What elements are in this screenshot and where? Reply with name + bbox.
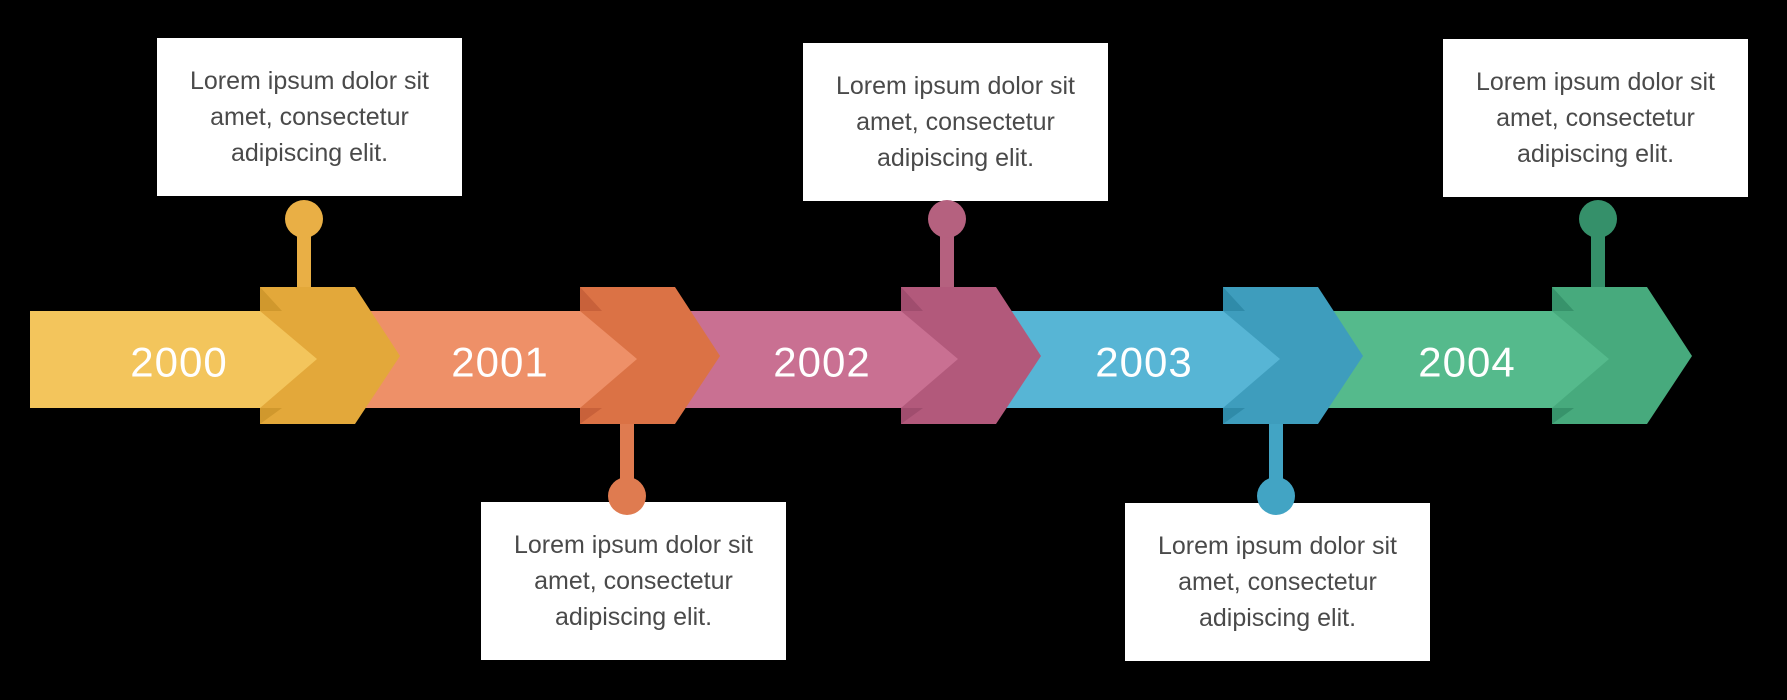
arrow-head-2003 (1223, 287, 1363, 424)
callout-text-line: Lorem ipsum dolor sit (1476, 68, 1715, 96)
connector-stem-2003 (1269, 410, 1283, 496)
callout-text-line: amet, consectetur (210, 103, 409, 131)
year-label-2003: 2003 (1095, 339, 1192, 386)
callout-text-line: Lorem ipsum dolor sit (836, 72, 1075, 100)
fold-bottom-2002 (901, 408, 923, 424)
year-label-2004: 2004 (1418, 339, 1515, 386)
fold-top-2002 (901, 287, 923, 311)
connector-stem-2000 (297, 219, 311, 305)
arrow-shapes-layer (30, 219, 1692, 496)
callout-text-line: Lorem ipsum dolor sit (514, 531, 753, 559)
year-label-2002: 2002 (773, 339, 870, 386)
callout-text-line: amet, consectetur (1496, 104, 1695, 132)
fold-bottom-2003 (1223, 408, 1245, 424)
arrow-head-2001 (580, 287, 720, 424)
connector-stem-2004 (1591, 219, 1605, 305)
callout-text-line: amet, consectetur (1178, 568, 1377, 596)
connector-stem-2001 (620, 410, 634, 496)
arrow-head-2004 (1552, 287, 1692, 424)
fold-top-2001 (580, 287, 602, 311)
connector-dot-2004 (1579, 200, 1617, 238)
fold-top-2004 (1552, 287, 1574, 311)
callout-text-line: adipiscing elit. (1198, 604, 1357, 632)
callout-box-2000: Lorem ipsum dolor sit amet, consectetur … (157, 38, 462, 196)
connector-dot-2002 (928, 200, 966, 238)
fold-bottom-2001 (580, 408, 602, 424)
connector-dot-2000 (285, 200, 323, 238)
arrow-band-2000 (30, 311, 317, 408)
connector-dot-2003 (1257, 477, 1295, 515)
fold-top-2000 (260, 287, 282, 311)
callout-box-2001: Lorem ipsum dolor sit amet, consectetur … (481, 502, 786, 660)
connector-dot-2001 (608, 477, 646, 515)
callout-text-line: adipiscing elit. (554, 603, 713, 631)
fold-bottom-2000 (260, 408, 282, 424)
fold-bottom-2004 (1552, 408, 1574, 424)
callout-text-line: Lorem ipsum dolor sit (1158, 532, 1397, 560)
year-labels-layer: 2000 2001 2002 2003 2004 (130, 339, 1515, 386)
callout-text-line: adipiscing elit. (230, 139, 389, 167)
year-label-2000: 2000 (130, 339, 227, 386)
arrow-head-2000 (260, 287, 400, 424)
callout-text-line: adipiscing elit. (1516, 140, 1675, 168)
year-label-2001: 2001 (451, 339, 548, 386)
arrow-head-2002 (901, 287, 1041, 424)
callout-text-line: adipiscing elit. (876, 144, 1035, 172)
connector-stem-2002 (940, 219, 954, 305)
callout-box-2003: Lorem ipsum dolor sit amet, consectetur … (1125, 503, 1430, 661)
callout-text-line: amet, consectetur (534, 567, 733, 595)
callout-box-2002: Lorem ipsum dolor sit amet, consectetur … (803, 43, 1108, 201)
fold-top-2003 (1223, 287, 1245, 311)
callout-text-line: amet, consectetur (856, 108, 1055, 136)
callout-text-line: Lorem ipsum dolor sit (190, 67, 429, 95)
callout-box-2004: Lorem ipsum dolor sit amet, consectetur … (1443, 39, 1748, 197)
